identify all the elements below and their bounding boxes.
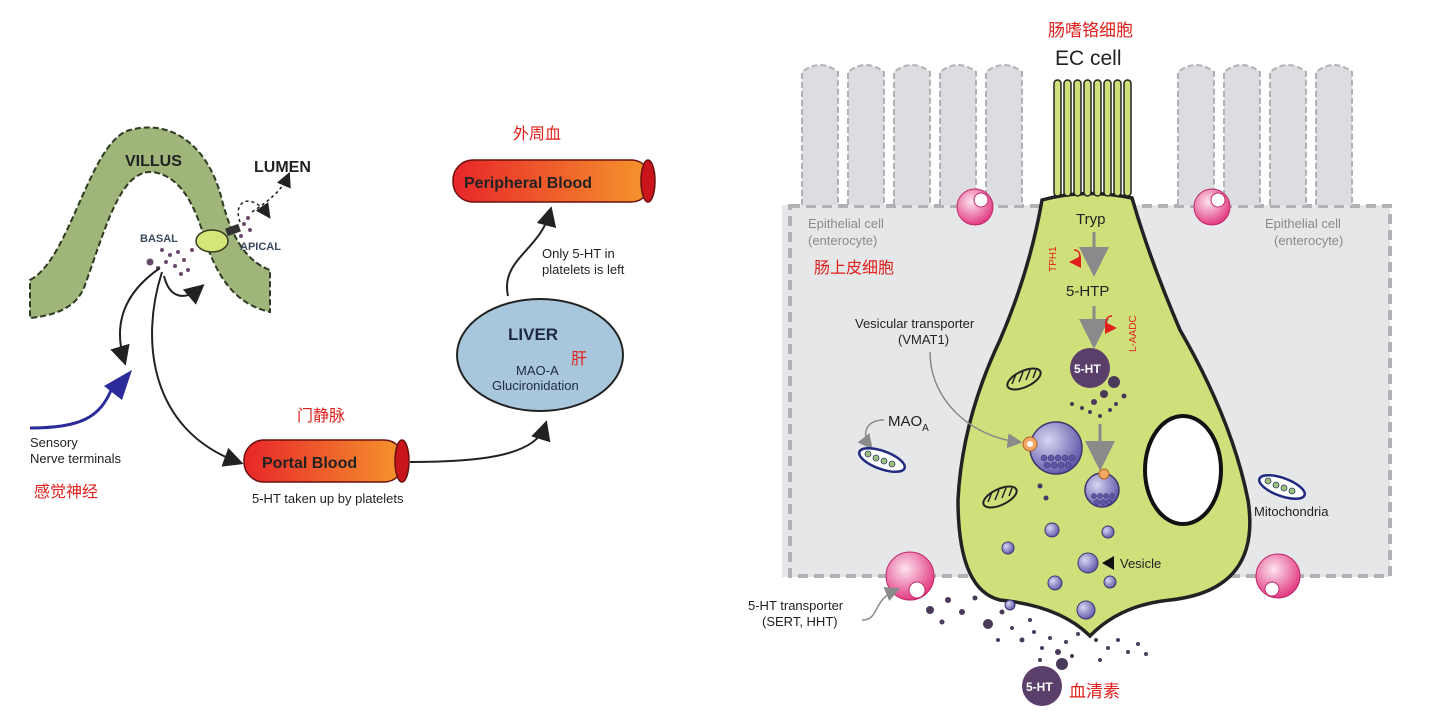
mao-pointer-arrow xyxy=(857,419,885,450)
released-serotonin-dots xyxy=(926,595,1148,670)
ht-bottom-label: 5-HT xyxy=(1026,680,1053,694)
ht-inner-label: 5-HT xyxy=(1074,362,1101,376)
left-panel: VILLUS LUMEN BASAL APICAL Sensory Nerve … xyxy=(29,125,656,506)
vesicle-pointer-icon xyxy=(1102,556,1114,570)
tph1-label: TPH1 xyxy=(1048,246,1059,272)
vmat-label-1: Vesicular transporter xyxy=(855,316,975,331)
mao-subscript: A xyxy=(922,423,929,434)
mao-label: MAOA xyxy=(888,413,929,434)
ec-label: EC cell xyxy=(1055,47,1122,70)
microvilli-right xyxy=(1177,64,1353,205)
epi-cn-label: 肠上皮细胞 xyxy=(814,259,894,277)
loop-arrow xyxy=(163,275,205,305)
portal-note: 5-HT taken up by platelets xyxy=(252,491,404,506)
tryp-label: Tryp xyxy=(1076,211,1105,228)
peripheral-label: Peripheral Blood xyxy=(464,175,592,192)
epi-right-label-1: Epithelial cell xyxy=(1265,216,1341,231)
htp-label: 5-HTP xyxy=(1066,283,1109,300)
portal-to-liver-arrow xyxy=(409,420,551,463)
to-portal-arrow xyxy=(151,271,244,467)
ht-inner-circle xyxy=(1070,348,1110,388)
nerve-terminal-icon xyxy=(104,370,132,400)
peripheral-cn-label: 外周血 xyxy=(513,125,561,143)
liver-note-2: platelets is left xyxy=(542,262,625,277)
sensory-label-1: Sensory xyxy=(30,435,78,450)
nucleus-shape xyxy=(1143,414,1223,526)
villus-shape xyxy=(29,126,271,320)
liver-to-peripheral-arrow xyxy=(505,206,557,297)
sert-label-2: (SERT, HHT) xyxy=(762,614,838,629)
portal-vessel-end xyxy=(394,439,410,483)
serum-cn-label: 血清素 xyxy=(1069,682,1120,701)
vmat-pointer-arrow xyxy=(929,351,1023,449)
ec-microvilli xyxy=(1053,79,1132,197)
peripheral-vessel-end xyxy=(640,159,656,203)
to-nerve-arrow xyxy=(110,267,161,366)
epi-left-label-1: Epithelial cell xyxy=(808,216,884,231)
lumen-label: LUMEN xyxy=(254,159,311,176)
sensory-label-2: Nerve terminals xyxy=(30,451,122,466)
large-vesicle-granules xyxy=(1040,454,1076,469)
mitochondria-label: Mitochondria xyxy=(1254,504,1329,519)
liver-note-1: Only 5-HT in xyxy=(542,246,615,261)
ec-cn-label: 肠嗜铬细胞 xyxy=(1048,21,1133,40)
portal-label: Portal Blood xyxy=(262,455,357,472)
lumen-arrow-1 xyxy=(237,200,271,223)
tph1-curl-icon xyxy=(1069,249,1082,268)
liver-shape xyxy=(456,298,624,412)
liver-sub-1: MAO-A xyxy=(516,363,559,378)
apical-label: APICAL xyxy=(240,241,281,253)
vesicle-label: Vesicle xyxy=(1120,556,1161,571)
vmat-core-icon xyxy=(1027,441,1033,447)
sensory-cn-label: 感觉神经 xyxy=(34,483,98,501)
villus-label: VILLUS xyxy=(125,153,182,170)
ht-bottom-circle xyxy=(1022,666,1062,706)
sert-label-1: 5-HT transporter xyxy=(748,598,844,613)
laadc-curl-icon xyxy=(1104,315,1117,334)
lumen-arrow-2 xyxy=(251,171,291,213)
ec-mitochondria xyxy=(982,367,1042,509)
laadc-label: L-AADC xyxy=(1128,315,1139,352)
vmat-label-2: (VMAT1) xyxy=(898,332,949,347)
inner-serotonin-dots xyxy=(1070,376,1127,418)
small-vesicles xyxy=(1001,483,1117,620)
microvilli-left xyxy=(801,64,1023,205)
mao-main: MAO xyxy=(888,413,922,430)
basal-label: BASAL xyxy=(140,233,178,245)
right-panel: 肠嗜铬细胞 EC cell Epithelial cell (enterocyt… xyxy=(748,21,1392,706)
epi-right-label-2: (enterocyte) xyxy=(1274,233,1343,248)
villus-ec-cell-icon xyxy=(195,229,229,253)
apical-plug-icon xyxy=(225,223,241,237)
mao-mitochondrion-icon xyxy=(857,446,907,474)
liver-sub-2: Glucironidation xyxy=(492,378,579,393)
liver-label: LIVER xyxy=(508,325,558,344)
portal-cn-label: 门静脉 xyxy=(297,407,345,425)
apical-serotonin-dots xyxy=(239,216,252,238)
sensory-nerve xyxy=(29,387,114,430)
mid-vesicle-granules xyxy=(1091,493,1115,505)
liver-cn-label: 肝 xyxy=(571,350,587,368)
epi-left-label-2: (enterocyte) xyxy=(808,233,877,248)
sert-pointer-arrow xyxy=(861,587,901,621)
right-mitochondrion-icon xyxy=(1257,473,1307,501)
mid-vmat-icon xyxy=(1098,468,1110,480)
